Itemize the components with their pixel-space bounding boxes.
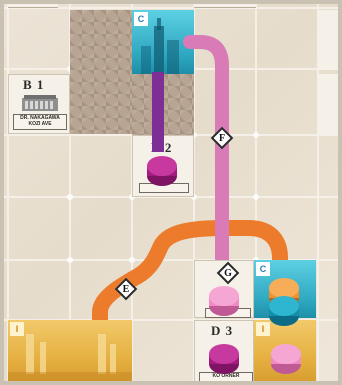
line-marker-f-label: F xyxy=(214,130,230,146)
token-b2[interactable] xyxy=(142,150,182,190)
token-g[interactable] xyxy=(204,280,244,320)
factory-icon xyxy=(8,320,132,385)
industrial-tile-left: I xyxy=(8,320,132,385)
token-c2-lower[interactable] xyxy=(264,290,304,330)
line-marker-g-label: G xyxy=(220,265,236,281)
right-partial-tile-1 xyxy=(318,10,342,70)
token-d3[interactable] xyxy=(204,338,244,378)
token-i2[interactable] xyxy=(266,338,306,378)
line-marker-e-label: E xyxy=(118,281,134,297)
right-partial-tile-2 xyxy=(318,74,342,134)
district-label-d3: D 3 xyxy=(211,323,233,339)
industrial-badge-left: I xyxy=(10,322,24,336)
